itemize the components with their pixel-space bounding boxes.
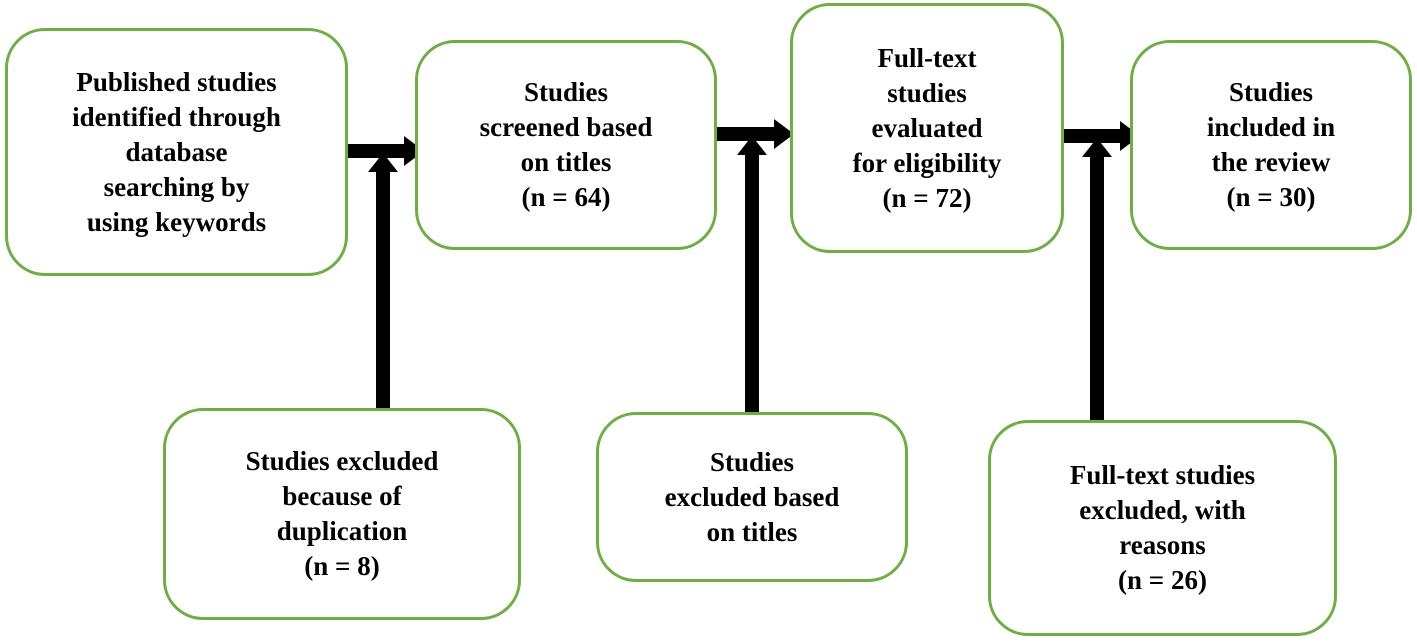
- arrow-head-identified-to-screened: [404, 136, 424, 166]
- arrow-shaft-screened-to-fulltext: [710, 127, 776, 141]
- box-identified-line-2: identified through: [72, 101, 281, 132]
- arrow-shaft-titles-up: [745, 153, 759, 413]
- box-excluded-duplication: Studies excluded because of duplication …: [163, 408, 521, 620]
- box-screened: Studies screened based on titles (n = 64…: [415, 40, 717, 250]
- arrow-head-titles-up: [737, 136, 767, 155]
- box-fulltext-line-3: evaluated: [871, 112, 983, 143]
- box-identified: Published studies identified through dat…: [5, 28, 348, 276]
- box-identified-line-4: searching by: [103, 171, 250, 202]
- box-included-line-2: included in: [1206, 112, 1336, 142]
- box-excluded-duplication-line-1: Studies excluded: [245, 446, 439, 476]
- arrow-shaft-identified-to-screened: [340, 144, 406, 158]
- box-excluded-fulltext-line-2: excluded, with: [1079, 495, 1246, 525]
- box-fulltext-line-2: studies: [887, 77, 967, 108]
- box-fulltext: Full-text studies evaluated for eligibil…: [790, 3, 1064, 253]
- box-screened-line-2: screened based: [479, 112, 653, 142]
- box-excluded-duplication-line-2: because of: [282, 481, 402, 511]
- box-screened-line-3: on titles: [520, 147, 612, 177]
- box-identified-line-1: Published studies: [76, 66, 277, 97]
- box-included-line-1: Studies: [1228, 77, 1314, 107]
- box-included-line-4: (n = 30): [1226, 182, 1316, 212]
- box-excluded-duplication-line-4: (n = 8): [304, 551, 380, 581]
- box-excluded-titles-line-2: excluded based: [664, 481, 840, 512]
- box-excluded-titles-line-3: on titles: [706, 516, 798, 547]
- arrow-head-fulltext-excluded-up: [1082, 138, 1112, 157]
- box-fulltext-line-5: (n = 72): [882, 182, 972, 213]
- box-screened-line-4: (n = 64): [521, 182, 611, 212]
- box-fulltext-line-1: Full-text: [877, 42, 977, 73]
- arrow-head-duplication-up: [368, 153, 398, 172]
- box-excluded-duplication-line-3: duplication: [276, 516, 408, 546]
- arrow-head-screened-to-fulltext: [774, 119, 794, 149]
- arrow-shaft-duplication-up: [376, 170, 390, 410]
- box-screened-line-1: Studies: [523, 77, 609, 107]
- box-excluded-fulltext-line-3: reasons: [1119, 530, 1206, 560]
- box-identified-line-3: database: [125, 136, 228, 167]
- box-excluded-fulltext: Full-text studies excluded, with reasons…: [988, 420, 1337, 636]
- box-excluded-fulltext-line-4: (n = 26): [1118, 565, 1207, 595]
- box-excluded-titles-line-1: Studies: [709, 446, 795, 477]
- box-included: Studies included in the review (n = 30): [1130, 40, 1412, 250]
- arrow-shaft-fulltext-excluded-up: [1090, 155, 1104, 421]
- box-excluded-titles: Studies excluded based on titles: [596, 412, 908, 582]
- box-included-line-3: the review: [1211, 147, 1331, 177]
- box-excluded-fulltext-line-1: Full-text studies: [1069, 460, 1256, 490]
- arrow-shaft-fulltext-to-included: [1056, 129, 1122, 143]
- box-fulltext-line-4: for eligibility: [852, 147, 1002, 178]
- box-identified-line-5: using keywords: [86, 206, 267, 237]
